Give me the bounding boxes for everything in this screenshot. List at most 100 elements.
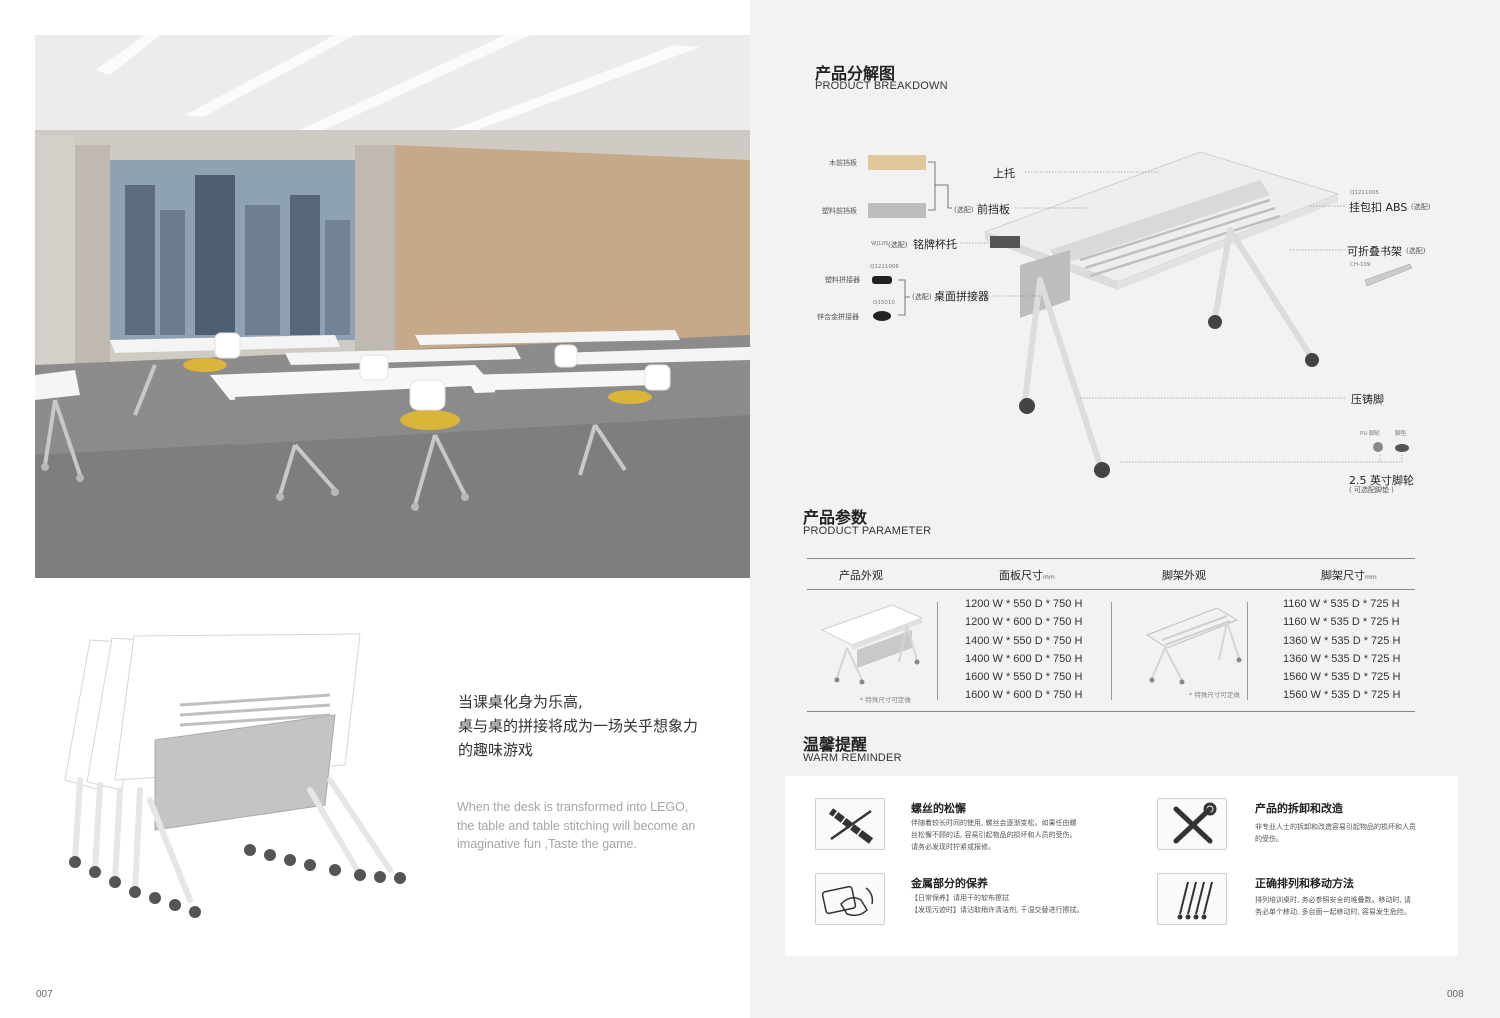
frame-custom-note: * 特殊尺寸可定做 [1189,691,1240,699]
table-bottom-rule [807,711,1415,712]
foot-pad-icon [1395,444,1409,452]
caster-icon [1019,398,1035,414]
slogan-line-3: 的趣味游戏 [458,741,534,759]
desk-custom-note: * 特殊尺寸可定做 [860,696,911,704]
frame-size-row: 1160 W * 535 D * 725 H [1283,598,1400,610]
header-panel-size-text: 面板尺寸 [999,569,1043,582]
stacked-desk-icon [1157,873,1227,925]
slogan-en-line-1: When the desk is transformed into LEGO, [457,800,689,814]
cleaning-cloth-icon [815,873,885,925]
frame-unit: mm [1365,574,1377,581]
panel-size-row: 1400 W * 600 D * 750 H [965,652,1083,665]
header-frame-size: 脚架尺寸mm [1321,567,1377,583]
reminder-subtitle: WARM REMINDER [803,752,902,764]
foot-pad-label: 脚垫 [1395,431,1407,437]
pu-wheel-icon [1373,442,1383,452]
classroom-photo [35,35,750,578]
stacked-desk-graphic [64,633,406,918]
breakdown-subtitle: PRODUCT BREAKDOWN [815,80,948,92]
frame-size-row: 1160 W * 535 D * 725 H [1283,616,1400,629]
page-number-left: 007 [36,989,53,1000]
reminder-1-line: 请务必发现时拧紧或报修。 [911,843,995,851]
tools-icon [1157,798,1227,850]
parameter-table: 产品外观 面板尺寸mm 脚架外观 脚架尺寸mm * 特殊尺寸可定做 1200 W… [807,558,1415,712]
warm-reminder-box: 螺丝的松懈 伴随着较长时间的使用, 螺丝会逐渐变松。如果任由螺 丝松懈不顾的话,… [785,776,1458,956]
reminder-3-line: 【发现污迹时】请沾取稍许清洁剂, 干湿交替进行擦拭。 [911,906,1084,914]
header-appearance: 产品外观 [839,569,883,582]
zinc-connector-label: 锌合金拼接器 [817,313,859,321]
frame-sizes-list: 1160 W * 535 D * 725 H 1160 W * 535 D * … [1283,595,1400,705]
slogan-en-line-3: imaginative fun ,Taste the game. [457,837,637,851]
reminder-2-line: 的受伤。 [1255,835,1283,843]
shelf-code: CH-109 [1350,262,1371,268]
bag-hook-optional-label: (选配) [1411,203,1431,211]
table-top-rule [807,558,1415,559]
classroom-illustration [35,35,750,578]
divider-3 [1247,602,1248,700]
reminder-3-line: 【日常保养】请用干的软布擦拭 [911,894,1009,902]
slogan-en-line-2: the table and table stitching will becom… [457,818,696,833]
frame-thumbnail [1145,607,1242,685]
nameplate-cup-holder-icon [990,236,1020,248]
nameplate-optional-label: (选配) [888,241,908,249]
desk-thumbnail [820,604,924,685]
breakdown-graphic [868,151,1413,478]
front-panel-label: 前挡板 [977,203,1010,216]
foldable-shelf-icon [1364,263,1413,287]
screw-icon [815,798,885,850]
zinc-connector-icon [873,311,891,321]
divider-2 [1111,602,1112,700]
bag-hook-label: 挂包扣 ABS [1349,201,1408,214]
plastic-connector-icon [872,276,892,284]
panel-size-row: 1200 W * 600 D * 750 H [965,616,1083,629]
pu-wheel-label: PU 脚轮 [1360,431,1381,437]
panel-sizes-list: 1200 W * 550 D * 750 H 1200 W * 600 D * … [965,595,1082,705]
hook-code: Q1211005 [1350,190,1379,196]
reminder-1-title: 螺丝的松懈 [911,802,966,815]
wood-panel-label: 木前挡板 [829,159,857,167]
frame-size-row: 1560 W * 535 D * 725 H [1283,689,1401,702]
header-frame-appearance: 脚架外观 [1162,569,1206,582]
plastic-connector-code: Q1211006 [870,264,899,270]
panel-unit: mm [1043,574,1055,581]
die-cast-leg-label: 压铸脚 [1351,393,1384,406]
frame-size-row: 1360 W * 535 D * 725 H [1283,652,1401,665]
reminder-4-line: 务必单个移动, 多台面一起移动时, 容易发生危险。 [1255,908,1411,916]
left-page: 当课桌化身为乐高, 桌与桌的拼接将成为一场关乎想象力 的趣味游戏 When th… [35,35,750,1000]
nameplate-label: 铭牌杯托 [913,238,957,251]
breakdown-title: 产品分解图 [815,64,896,83]
connector-optional-label: (选配) [912,293,932,301]
slogan-line-2: 桌与桌的拼接将成为一场关乎想象力 [458,717,699,735]
page-number-right: 008 [1447,989,1464,1000]
frame-size-row: 1360 W * 535 D * 725 H [1283,634,1401,647]
reminder-4-title: 正确排列和移动方法 [1255,877,1354,890]
panel-size-row: 1600 W * 550 D * 750 H [965,671,1083,684]
reminder-2-line: 非专业人士的拆卸和改造容易引起物品的损坏和人员 [1255,823,1416,831]
reminder-1-line: 丝松懈不顾的话, 容易引起物品的损坏和人员的受伤。 [911,831,1077,839]
reminder-2-text: 非专业人士的拆卸和改造容易引起物品的损坏和人员 的受伤。 [1255,821,1416,845]
header-panel-size: 面板尺寸mm [999,567,1055,583]
foldable-shelf-label: 可折叠书架 [1347,245,1402,258]
zinc-connector-code: Q15010 [873,300,895,306]
reminder-1-text: 伴随着较长时间的使用, 螺丝会逐渐变松。如果任由螺 丝松懈不顾的话, 容易引起物… [911,817,1076,853]
wood-panel-swatch [868,155,926,170]
desktop-connector-label: 桌面拼接器 [934,290,989,303]
panel-size-row: 1400 W * 550 D * 750 H [965,634,1083,647]
reminder-2-title: 产品的拆卸和改造 [1255,802,1343,815]
caster-label: 2.5 英寸脚轮 [1349,474,1414,487]
reminder-3-title: 金属部分的保养 [911,877,988,890]
plastic-panel-swatch [868,203,926,218]
top-bracket-label: 上托 [993,167,1015,180]
foldable-shelf-optional-label: (选配) [1406,247,1426,255]
parameter-title: 产品参数 [803,508,868,527]
reminder-title: 温馨提醒 [803,735,868,754]
front-panel-optional-label: (选配) [954,206,974,214]
reminder-3-text: 【日常保养】请用干的软布擦拭 【发现污迹时】请沾取稍许清洁剂, 干湿交替进行擦拭… [911,892,1083,916]
reminder-4-text: 排列培训桌时, 务必参照安全的堆叠数。移动时, 请 务必单个移动, 多台面一起移… [1255,894,1411,918]
plastic-panel-label: 塑料前挡板 [822,207,857,215]
frame-size-row: 1560 W * 535 D * 725 H [1283,671,1401,684]
panel-size-row: 1200 W * 550 D * 750 H [965,598,1083,610]
table-header-rule [807,589,1415,590]
slogan-chinese: 当课桌化身为乐高, 桌与桌的拼接将成为一场关乎想象力 的趣味游戏 [458,690,698,762]
header-frame-size-text: 脚架尺寸 [1321,569,1365,582]
